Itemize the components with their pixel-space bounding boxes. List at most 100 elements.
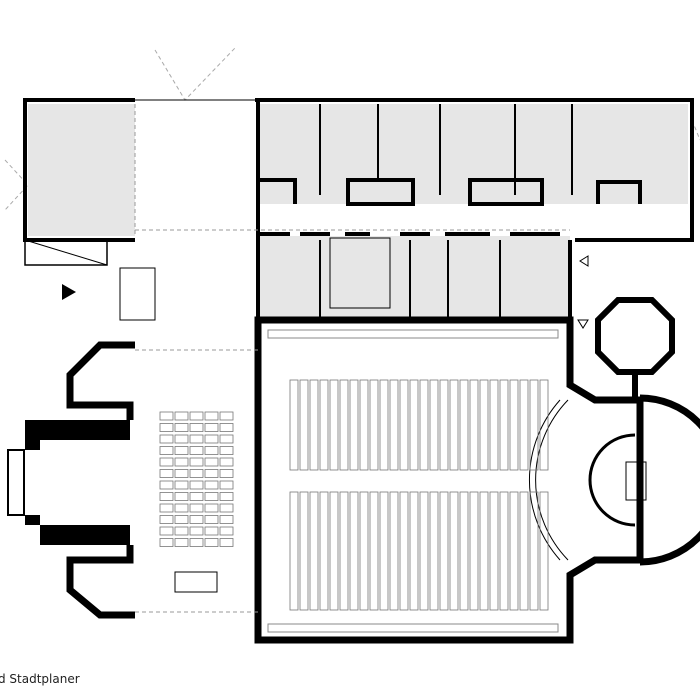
seat: [449, 379, 459, 471]
seat: [449, 491, 459, 611]
seat: [489, 491, 499, 611]
seat: [479, 379, 489, 471]
seat: [159, 503, 174, 513]
seat: [519, 491, 529, 611]
seat: [219, 423, 234, 432]
seat: [204, 423, 219, 432]
seat: [219, 515, 234, 524]
seat: [159, 480, 174, 490]
seat: [204, 526, 219, 536]
narthex-seating: [159, 411, 234, 547]
seat: [204, 411, 219, 421]
seat: [469, 379, 479, 471]
seat: [219, 469, 234, 478]
seat: [499, 379, 509, 471]
seat: [399, 379, 409, 471]
nave-seating: [289, 379, 549, 611]
seat: [174, 457, 189, 467]
seat: [159, 423, 174, 432]
seat: [159, 492, 174, 501]
seat: [159, 457, 174, 467]
seat: [289, 379, 299, 471]
seat: [219, 411, 234, 421]
side-arrow-icon: [579, 255, 589, 267]
seat: [189, 446, 204, 455]
seat: [219, 434, 234, 444]
seat: [189, 411, 204, 421]
narthex: [7, 341, 258, 619]
seat: [219, 503, 234, 513]
seat: [349, 379, 359, 471]
seat: [469, 491, 479, 611]
seat: [174, 503, 189, 513]
seat: [539, 491, 549, 611]
seat: [459, 491, 469, 611]
seat: [509, 379, 519, 471]
seat: [174, 446, 189, 455]
seat: [174, 469, 189, 478]
seat: [189, 515, 204, 524]
seat: [219, 492, 234, 501]
seat: [419, 491, 429, 611]
seat: [159, 411, 174, 421]
seat: [174, 515, 189, 524]
seat: [189, 469, 204, 478]
seat: [174, 480, 189, 490]
seat: [339, 379, 349, 471]
seat: [319, 379, 329, 471]
seat: [189, 457, 204, 467]
seat: [204, 457, 219, 467]
seat: [429, 379, 439, 471]
seat: [204, 538, 219, 547]
seat: [219, 457, 234, 467]
seat: [389, 491, 399, 611]
seat: [174, 538, 189, 547]
seat: [189, 423, 204, 432]
seat: [479, 491, 489, 611]
seat: [159, 434, 174, 444]
seat: [174, 423, 189, 432]
seat: [219, 480, 234, 490]
seat: [419, 379, 429, 471]
entrance-arrow-icon: [62, 284, 76, 300]
seat: [459, 379, 469, 471]
seat: [519, 379, 529, 471]
seat: [204, 469, 219, 478]
seat: [174, 526, 189, 536]
seat: [309, 379, 319, 471]
credit-caption: d Stadtplaner: [0, 672, 80, 686]
seat: [159, 515, 174, 524]
seat: [329, 379, 339, 471]
seat: [299, 379, 309, 471]
seat: [219, 526, 234, 536]
seat: [204, 434, 219, 444]
seat: [159, 526, 174, 536]
seat: [319, 491, 329, 611]
seat: [204, 492, 219, 501]
seat: [189, 503, 204, 513]
seat: [204, 480, 219, 490]
seat: [159, 538, 174, 547]
seat: [439, 379, 449, 471]
seat: [174, 492, 189, 501]
seat: [289, 491, 299, 611]
seat: [219, 538, 234, 547]
down-arrow-icon: [577, 319, 589, 329]
seat: [399, 491, 409, 611]
seat: [189, 526, 204, 536]
seat: [429, 491, 439, 611]
seat: [174, 411, 189, 421]
seat: [309, 491, 319, 611]
seat: [299, 491, 309, 611]
seat: [204, 503, 219, 513]
seat: [329, 491, 339, 611]
seat: [189, 492, 204, 501]
seat: [349, 491, 359, 611]
seat: [189, 538, 204, 547]
seat: [409, 491, 419, 611]
seat: [189, 480, 204, 490]
seat: [369, 491, 379, 611]
seat: [529, 379, 539, 471]
seat: [369, 379, 379, 471]
